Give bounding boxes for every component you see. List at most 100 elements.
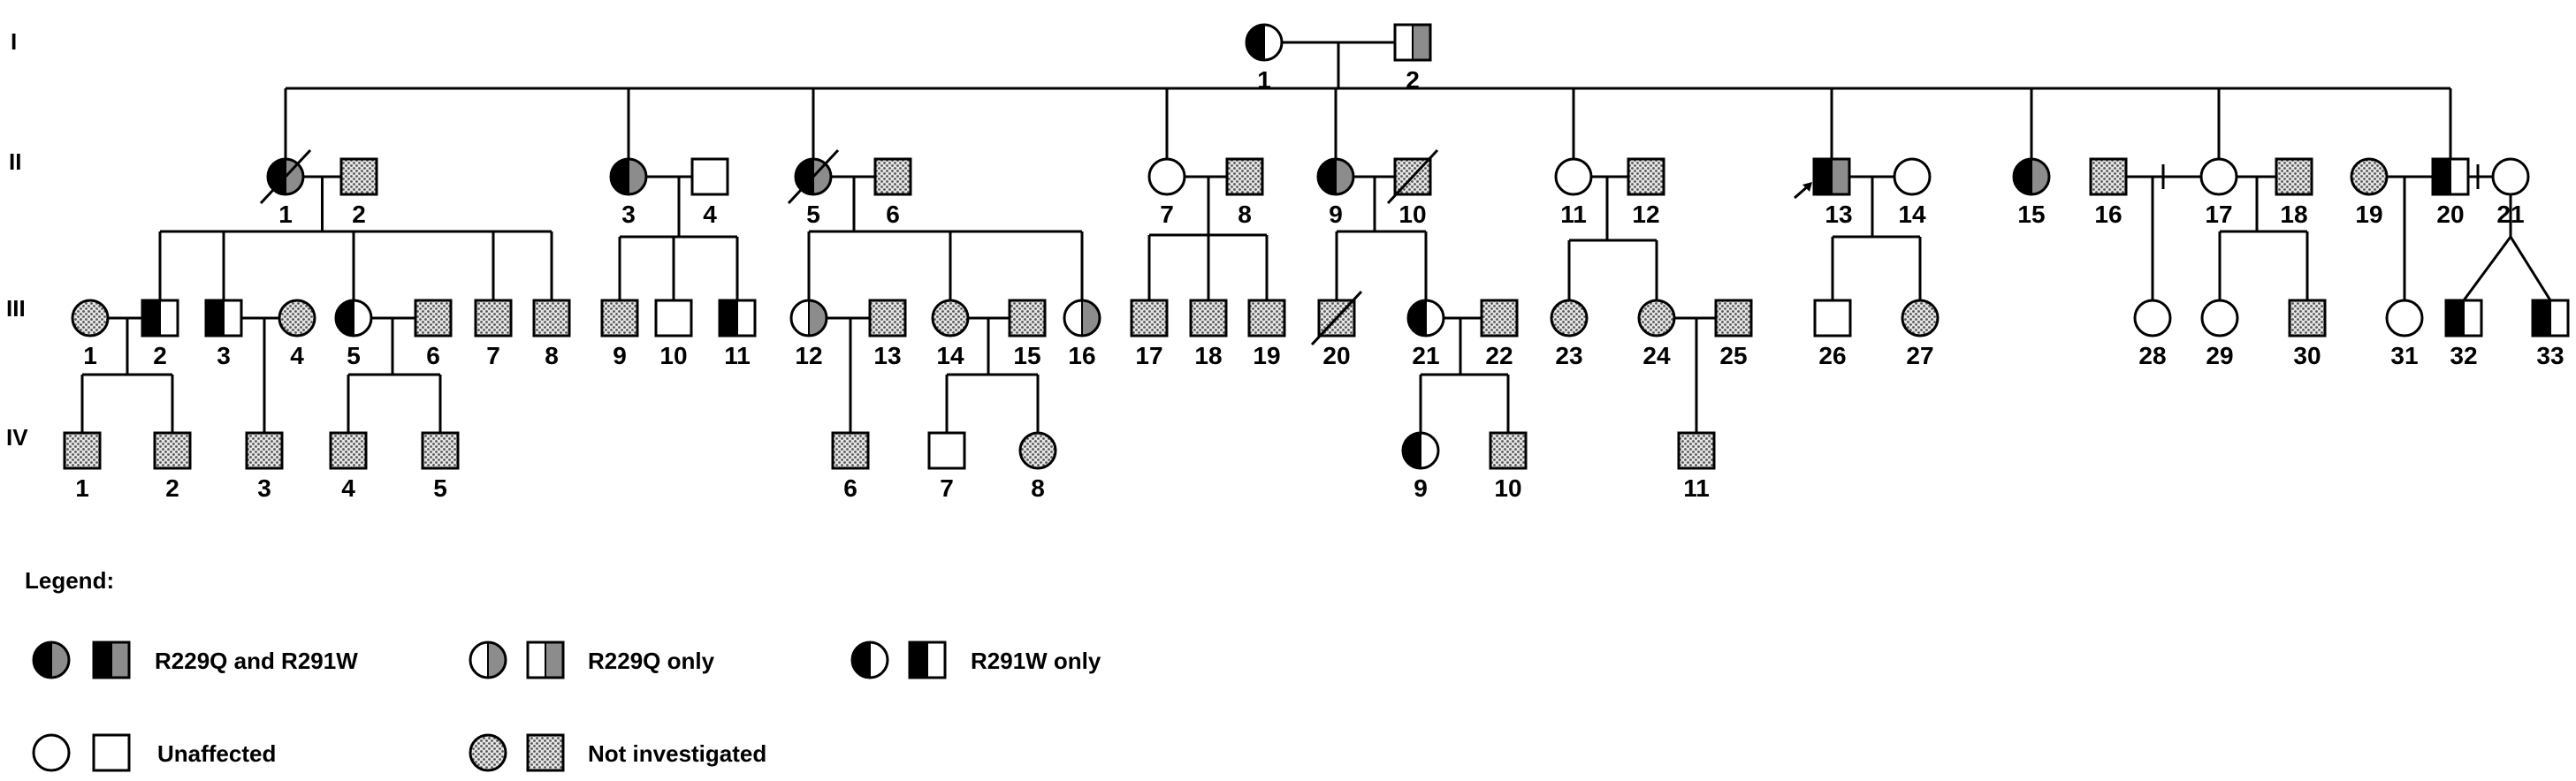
individual-id-label: 12 xyxy=(1632,201,1659,228)
individual-ii-7 xyxy=(1147,157,1186,196)
individual-iii-9 xyxy=(600,299,639,337)
individual-id-label: 20 xyxy=(1322,342,1350,369)
individual-id-label: 22 xyxy=(1485,342,1513,369)
legend-title: Legend: xyxy=(25,567,114,594)
individual-id-label: 12 xyxy=(795,342,822,369)
individual-iii-1 xyxy=(71,299,110,337)
individual-i-1 xyxy=(1245,23,1284,62)
individual-iii-17 xyxy=(1130,299,1169,337)
individual-id-label: 10 xyxy=(1494,474,1521,502)
individual-id-label: 14 xyxy=(1898,201,1926,228)
individual-id-label: 13 xyxy=(1825,201,1852,228)
individual-iv-5 xyxy=(421,431,460,470)
individual-iii-25 xyxy=(1714,299,1753,337)
individual-iv-10 xyxy=(1489,431,1528,470)
individual-iii-10 xyxy=(654,299,693,337)
individual-ii-4 xyxy=(690,157,729,196)
individual-id-label: 11 xyxy=(1683,474,1710,502)
individual-id-label: 4 xyxy=(290,342,304,369)
individual-ii-16 xyxy=(2089,157,2128,196)
individual-iii-26 xyxy=(1813,299,1852,337)
individual-id-label: 15 xyxy=(1013,342,1040,369)
individual-iii-32 xyxy=(2444,299,2483,337)
legend-text-both: R229Q and R291W xyxy=(155,648,358,674)
individual-ii-5 xyxy=(794,157,833,196)
individual-id-label: 2 xyxy=(165,474,179,502)
individual-iii-2 xyxy=(141,299,179,337)
individual-id-label: 3 xyxy=(621,201,636,228)
generation-label-iii: III xyxy=(6,295,26,322)
deceased-slash xyxy=(1386,148,1439,205)
individual-id-label: 1 xyxy=(83,342,97,369)
individual-id-label: 31 xyxy=(2390,342,2418,369)
individual-iii-4 xyxy=(278,299,316,337)
individual-ii-20 xyxy=(2431,157,2470,196)
individual-iii-8 xyxy=(532,299,571,337)
individual-ii-12 xyxy=(1627,157,1665,196)
individual-id-label: 29 xyxy=(2206,342,2233,369)
individual-id-label: 5 xyxy=(806,201,820,228)
generation-label-ii: II xyxy=(9,148,21,175)
individual-id-label: 1 xyxy=(75,474,89,502)
individual-ii-17 xyxy=(2199,157,2238,196)
individual-ii-1 xyxy=(266,157,305,196)
legend-symbol-unaffected-female xyxy=(32,733,71,772)
individual-id-label: 1 xyxy=(1257,66,1271,94)
individual-id-label: 5 xyxy=(347,342,361,369)
deceased-slash xyxy=(787,148,840,205)
individual-iii-33 xyxy=(2531,299,2570,337)
individual-id-label: 9 xyxy=(1414,474,1428,502)
individual-ii-6 xyxy=(873,157,912,196)
individual-iv-3 xyxy=(245,431,284,470)
twin-line xyxy=(2462,236,2512,301)
legend-text-r229q: R229Q only xyxy=(588,648,715,674)
individual-ii-10 xyxy=(1393,157,1432,196)
individual-id-label: 19 xyxy=(2355,201,2382,228)
twin-line xyxy=(2509,236,2552,301)
individual-id-label: 23 xyxy=(1555,342,1582,369)
legend-text-r291w: R291W only xyxy=(971,648,1101,674)
deceased-slash xyxy=(259,148,312,205)
legend-text-not-investigated: Not investigated xyxy=(588,740,766,767)
individual-iii-27 xyxy=(1901,299,1940,337)
legend-symbol-unaffected-male xyxy=(92,733,131,772)
individual-id-label: 8 xyxy=(1031,474,1045,502)
individual-iv-9 xyxy=(1401,431,1440,470)
individual-id-label: 6 xyxy=(886,201,900,228)
individual-id-label: 21 xyxy=(2496,201,2524,228)
individual-id-label: 5 xyxy=(433,474,447,502)
individual-iii-29 xyxy=(2200,299,2239,337)
individual-ii-14 xyxy=(1893,157,1932,196)
legend-symbol-r229q-male xyxy=(526,641,565,679)
legend-symbol-both-female xyxy=(32,641,71,679)
individual-id-label: 26 xyxy=(1818,342,1846,369)
individual-iii-16 xyxy=(1063,299,1101,337)
individual-ii-21 xyxy=(2491,157,2530,196)
generation-label-i: I xyxy=(11,28,17,55)
individual-id-label: 21 xyxy=(1412,342,1439,369)
individual-iii-11 xyxy=(718,299,757,337)
individual-iii-30 xyxy=(2288,299,2327,337)
individual-iv-7 xyxy=(927,431,966,470)
individual-i-2 xyxy=(1393,23,1432,62)
individual-id-label: 6 xyxy=(843,474,857,502)
individual-id-label: 16 xyxy=(1068,342,1095,369)
individual-id-label: 15 xyxy=(2017,201,2045,228)
legend-symbol-ni-female xyxy=(469,733,507,772)
legend-symbol-r229q-female xyxy=(469,641,507,679)
individual-id-label: 18 xyxy=(1194,342,1222,369)
individual-id-label: 4 xyxy=(703,201,717,228)
pedigree-lines xyxy=(80,41,2552,433)
individual-ii-11 xyxy=(1554,157,1593,196)
individual-iii-21 xyxy=(1406,299,1445,337)
individual-id-label: 7 xyxy=(486,342,500,369)
individual-id-label: 27 xyxy=(1906,342,1933,369)
individual-id-label: 28 xyxy=(2138,342,2166,369)
individual-id-label: 6 xyxy=(426,342,440,369)
individual-id-label: 14 xyxy=(936,342,964,369)
individual-iv-8 xyxy=(1018,431,1057,470)
individual-iii-24 xyxy=(1637,299,1676,337)
individual-id-label: 1 xyxy=(278,201,293,228)
